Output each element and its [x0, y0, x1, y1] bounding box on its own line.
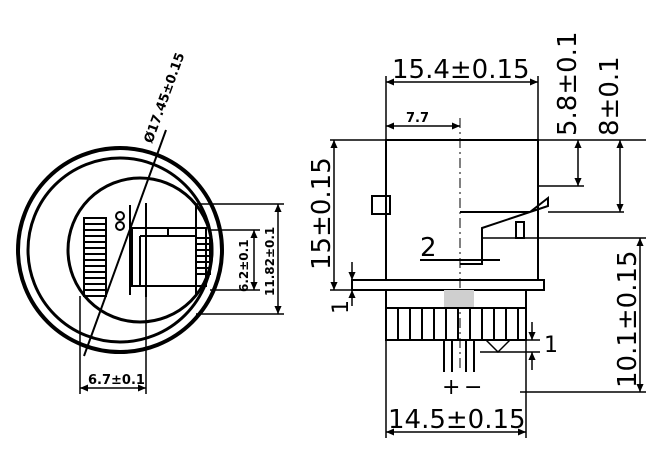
dim-5-8-label: 5.8±0.1 [553, 32, 583, 136]
dim-15-4 [385, 76, 539, 140]
port-opening [131, 227, 211, 287]
dim-10-1 [482, 237, 646, 393]
dim-2-label: 2 [420, 233, 437, 263]
dim-15-4-label: 15.4±0.15 [392, 55, 530, 85]
front-view [16, 129, 224, 357]
inner-ring [26, 156, 214, 344]
dim-15 [330, 140, 352, 291]
dim-7-7-label: 7.7 [406, 111, 429, 126]
dim-1-right-label: 1 [544, 333, 558, 358]
dim-6-7 [79, 296, 147, 394]
dim-14-5 [385, 340, 527, 438]
minus-label: − [464, 375, 482, 400]
dim-6-7-label: 6.7±0.1 [88, 373, 145, 388]
dim-1-left-label: 1 [329, 300, 354, 314]
dim-11-82-label: 11.82±0.1 [263, 227, 277, 296]
diameter-line [83, 129, 167, 357]
dim-10-1-label: 10.1±0.15 [613, 250, 643, 388]
outer-ring [16, 146, 224, 354]
plus-label: + [442, 375, 460, 400]
flange [351, 279, 545, 291]
side-view [351, 118, 549, 372]
dim-14-5-label: 14.5±0.15 [388, 405, 526, 435]
dim-6-2-11-82 [196, 203, 284, 315]
dim-6-2-label: 6.2±0.1 [237, 239, 251, 292]
dim-1-right [480, 322, 540, 370]
body-circle [66, 176, 214, 324]
dim-5-8-8 [330, 139, 646, 213]
dim-8-label: 8±0.1 [595, 56, 625, 136]
dim-15-label: 15±0.15 [307, 157, 337, 270]
contact-pins [83, 217, 107, 297]
